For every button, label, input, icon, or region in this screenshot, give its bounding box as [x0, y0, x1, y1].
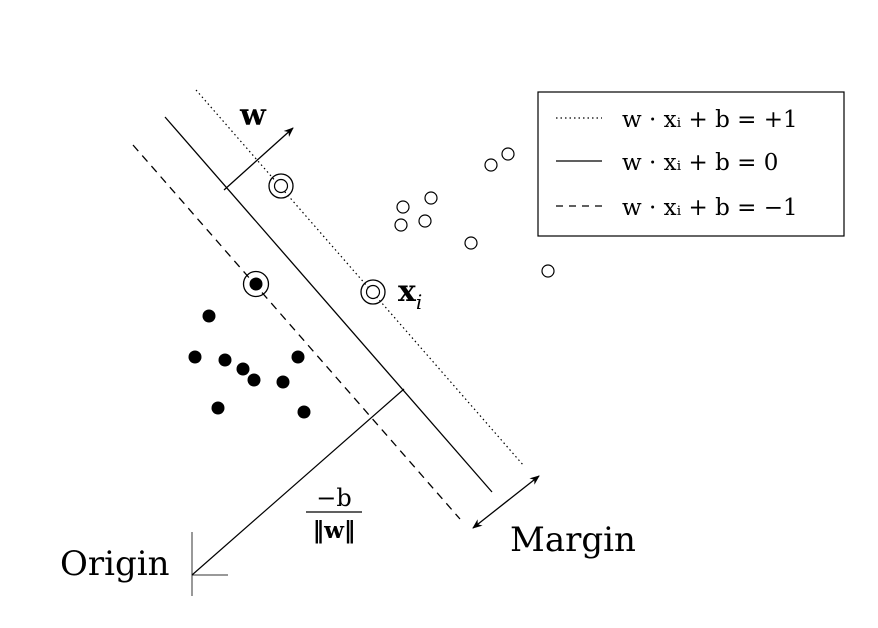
legend-item-dashed: w · xᵢ + b = −1 — [556, 195, 798, 221]
positive-point — [484, 158, 498, 172]
margin-label: Margin — [510, 520, 636, 560]
negative-point — [202, 309, 216, 323]
w-vector-label: w — [239, 98, 267, 133]
positive-point — [396, 200, 410, 214]
offset-line — [191, 388, 405, 576]
xi-label: xi — [398, 274, 422, 314]
negative-point — [218, 353, 232, 367]
negative-point — [236, 362, 250, 376]
svg-text:w · xᵢ + b = −1: w · xᵢ + b = −1 — [622, 195, 798, 221]
offset-numerator: −b — [316, 484, 351, 512]
positive-point — [424, 191, 438, 205]
legend-item-solid: w · xᵢ + b = 0 — [556, 150, 778, 176]
negative-point — [211, 401, 225, 415]
positive-point — [541, 264, 555, 278]
positive-point — [501, 147, 515, 161]
negative-point — [188, 350, 202, 364]
origin-label: Origin — [60, 544, 170, 584]
positive-support-vector-xi — [360, 279, 386, 305]
negative-point — [276, 375, 290, 389]
legend-item-dotted: w · xᵢ + b = +1 — [556, 107, 798, 133]
legend: w · xᵢ + b = +1 w · xᵢ + b = 0 w · xᵢ + … — [537, 91, 845, 237]
hyperplane-negative-line — [132, 144, 461, 520]
legend-box — [537, 91, 845, 237]
offset-denominator: ‖w‖ — [313, 517, 356, 544]
svg-text:w · xᵢ + b = 0: w · xᵢ + b = 0 — [622, 150, 778, 176]
negative-class-points — [188, 309, 311, 419]
negative-point — [291, 350, 305, 364]
positive-point — [394, 218, 408, 232]
decision-boundary-line — [164, 116, 493, 493]
negative-support-vector — [242, 270, 270, 298]
svg-text:w · xᵢ + b = +1: w · xᵢ + b = +1 — [622, 107, 798, 133]
w-vector-arrow — [223, 127, 294, 191]
negative-point — [297, 405, 311, 419]
positive-class-points — [394, 147, 555, 278]
margin-arrow — [472, 475, 540, 529]
positive-point — [464, 236, 478, 250]
negative-point — [247, 373, 261, 387]
positive-support-vector — [268, 173, 294, 199]
positive-point — [418, 214, 432, 228]
